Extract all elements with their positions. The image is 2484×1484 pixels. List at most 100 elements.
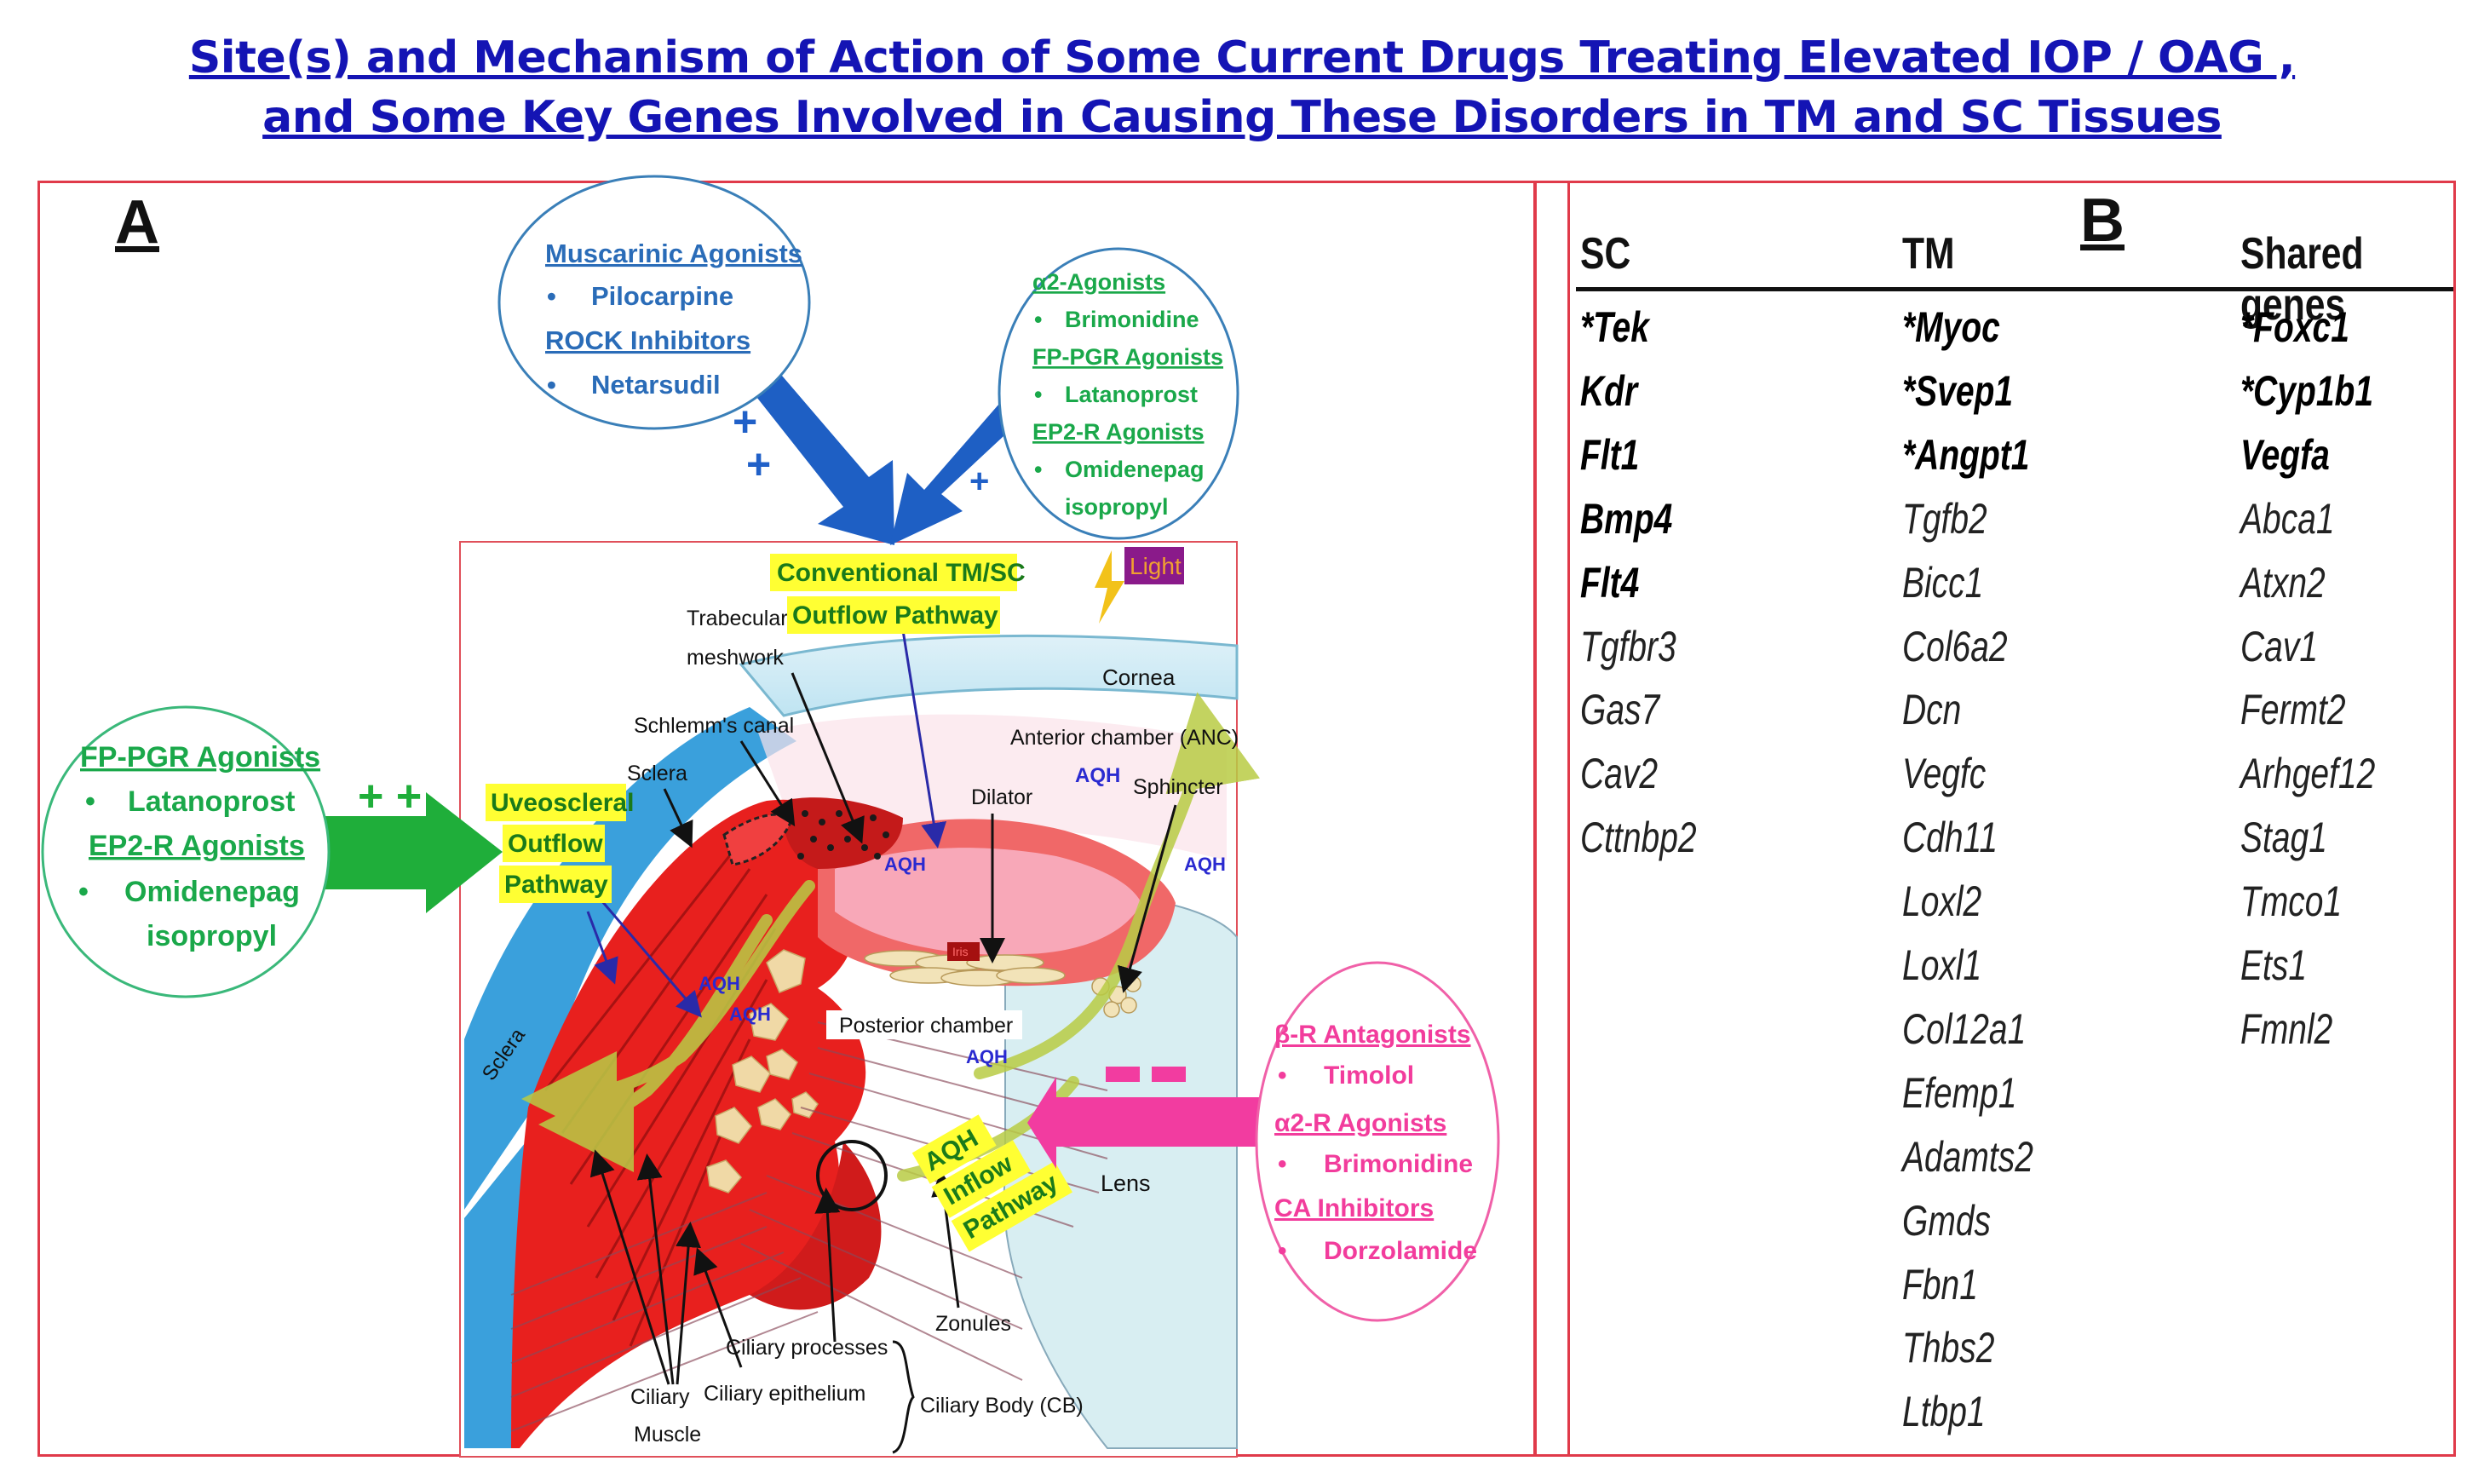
aqh-label-uveo1: AQH — [699, 973, 740, 994]
left-bullet-2: • — [78, 876, 89, 908]
omidenepag-item-top: Omidenepag — [1065, 457, 1205, 482]
fp-pgr-heading-top: FP-PGR Agonists — [1032, 344, 1223, 370]
ciliary-epithelium-label: Ciliary epithelium — [704, 1382, 865, 1406]
sc-gene-item: Bmp4 — [1580, 494, 1673, 543]
lightning-icon — [1095, 550, 1124, 624]
cornea-label: Cornea — [1102, 664, 1176, 690]
shared-gene-item: Cav1 — [2240, 622, 2319, 670]
muscle-label: Muscle — [634, 1423, 701, 1447]
outflow-pathway-label: Outflow Pathway — [792, 601, 998, 630]
isopropyl-item-left: isopropyl — [147, 920, 277, 952]
left-bullet-1: • — [85, 785, 95, 818]
uveo-outflow-label: Outflow — [508, 830, 603, 858]
pink-arrow-inflow — [1027, 1077, 1269, 1169]
minus-sign-2 — [1152, 1067, 1186, 1082]
tm-gene-item: Gmds — [1902, 1196, 1992, 1245]
table-header-rule — [1576, 287, 2453, 291]
tm-gene-item: *Angpt1 — [1902, 430, 2030, 479]
rock-inhibitors-heading: ROCK Inhibitors — [545, 325, 750, 355]
alpha2-fp-ep2-circle — [998, 247, 1239, 540]
tm-gene-item: Col6a2 — [1902, 622, 2008, 670]
sc-gene-item: Kdr — [1580, 366, 1638, 415]
tm-gene-item: Cdh11 — [1902, 814, 1998, 862]
tm-gene-item: Bicc1 — [1902, 558, 1984, 607]
right-bullet-2: • — [1278, 1150, 1287, 1178]
shared-gene-item: Arhgef12 — [2240, 750, 2376, 798]
sc-gene-item: Gas7 — [1580, 686, 1660, 734]
panel-b-letter: B — [2080, 187, 2125, 255]
tm-gene-item: Tgfb2 — [1902, 494, 1987, 543]
uveoscleral-label: Uveoscleral — [491, 789, 634, 817]
ep2-r-heading-left: EP2-R Agonists — [89, 830, 305, 862]
trabecular-label: Trabecular — [687, 607, 788, 630]
timolol-item: Timolol — [1324, 1061, 1414, 1090]
plus-sign-2: + — [746, 440, 771, 488]
tm-gene-item: Efemp1 — [1902, 1068, 2017, 1117]
muscarinic-agonists-heading: Muscarinic Agonists — [545, 239, 802, 268]
figure-title-line-2: and Some Key Genes Involved in Causing T… — [262, 92, 2222, 143]
sphincter-label: Sphincter — [1133, 775, 1223, 799]
uveo-pathway-label: Pathway — [504, 871, 608, 899]
anterior-chamber-label: Anterior chamber (ANC) — [1010, 726, 1239, 750]
alpha2-r-agonists-heading: α2-R Agonists — [1274, 1109, 1446, 1137]
tm-gene-item: Adamts2 — [1902, 1132, 2033, 1181]
conventional-pathway-label: Conventional TM/SC — [777, 559, 1026, 587]
ciliary-processes-label: Ciliary processes — [726, 1336, 888, 1360]
tm-gene-item: Thbs2 — [1902, 1324, 1995, 1372]
aqh-label-right: AQH — [1184, 854, 1226, 875]
panel-a-letter: A — [115, 188, 159, 256]
ep2-r-heading-top: EP2-R Agonists — [1032, 419, 1205, 445]
alpha2-bullet-3: • — [1034, 457, 1042, 482]
shared-gene-item: Fmnl2 — [2240, 1004, 2333, 1053]
shared-gene-item: Atxn2 — [2240, 558, 2326, 607]
isopropyl-item-top: isopropyl — [1065, 494, 1169, 520]
alpha2-bullet-1: • — [1034, 307, 1042, 332]
shared-gene-item: Fermt2 — [2240, 686, 2346, 734]
lens-label: Lens — [1101, 1171, 1151, 1196]
fp-pgr-heading-left: FP-PGR Agonists — [80, 741, 320, 774]
alpha2-bullet-2: • — [1034, 382, 1042, 407]
dorzolamide-item: Dorzolamide — [1324, 1237, 1477, 1265]
shared-gene-item: Ets1 — [2240, 941, 2308, 989]
sclera-label: Sclera — [627, 762, 687, 785]
latanoprost-item-left: Latanoprost — [128, 785, 295, 818]
tm-gene-item: *Svep1 — [1902, 366, 2014, 415]
sc-gene-item: Flt4 — [1580, 558, 1640, 607]
posterior-chamber-label: Posterior chamber — [839, 1014, 1013, 1038]
ciliary-body-brace — [892, 1340, 915, 1454]
schlemms-canal-label: Schlemm's canal — [634, 714, 794, 738]
alpha2-agonists-heading: α2-Agonists — [1032, 269, 1165, 295]
panel-b-inner-frame — [1567, 181, 2456, 1457]
tm-gene-item: *Myoc — [1902, 303, 2000, 351]
right-bullet-3: • — [1278, 1237, 1287, 1265]
light-label: Light — [1130, 553, 1182, 579]
meshwork-label: meshwork — [687, 646, 784, 670]
sclera-band — [464, 707, 796, 1210]
tm-gene-item: Fbn1 — [1902, 1260, 1978, 1309]
aqh-label-anc: AQH — [1075, 764, 1120, 787]
tm-column-header: TM — [1902, 229, 1955, 279]
tm-gene-item: Vegfc — [1902, 750, 1987, 798]
figure-title-line-1: Site(s) and Mechanism of Action of Some … — [188, 32, 2296, 83]
aqh-label-uveo2: AQH — [729, 1004, 771, 1025]
pilocarpine-item: Pilocarpine — [591, 281, 733, 311]
muscarinic-bullet: • — [547, 281, 556, 311]
brimonidine-item-right: Brimonidine — [1324, 1150, 1473, 1178]
left-fp-ep2-circle — [41, 705, 331, 998]
ciliary-label: Ciliary — [630, 1385, 690, 1409]
tm-gene-item: Dcn — [1902, 686, 1962, 734]
rock-bullet: • — [547, 370, 556, 400]
zonules-label: Zonules — [935, 1312, 1011, 1336]
tm-gene-item: Loxl1 — [1902, 941, 1982, 989]
sc-gene-item: Tgfbr3 — [1580, 622, 1676, 670]
shared-gene-item: Vegfa — [2240, 430, 2330, 479]
brimonidine-item: Brimonidine — [1065, 307, 1199, 332]
tm-gene-item: Col12a1 — [1902, 1004, 2027, 1053]
sc-gene-item: Flt1 — [1580, 430, 1640, 479]
beta-alpha2-ca-circle — [1255, 961, 1500, 1322]
shared-gene-item: Abca1 — [2240, 494, 2335, 543]
tm-gene-item: Loxl2 — [1902, 877, 1982, 926]
right-bullet-1: • — [1278, 1061, 1287, 1090]
tm-gene-item: Ltbp1 — [1902, 1388, 1986, 1436]
